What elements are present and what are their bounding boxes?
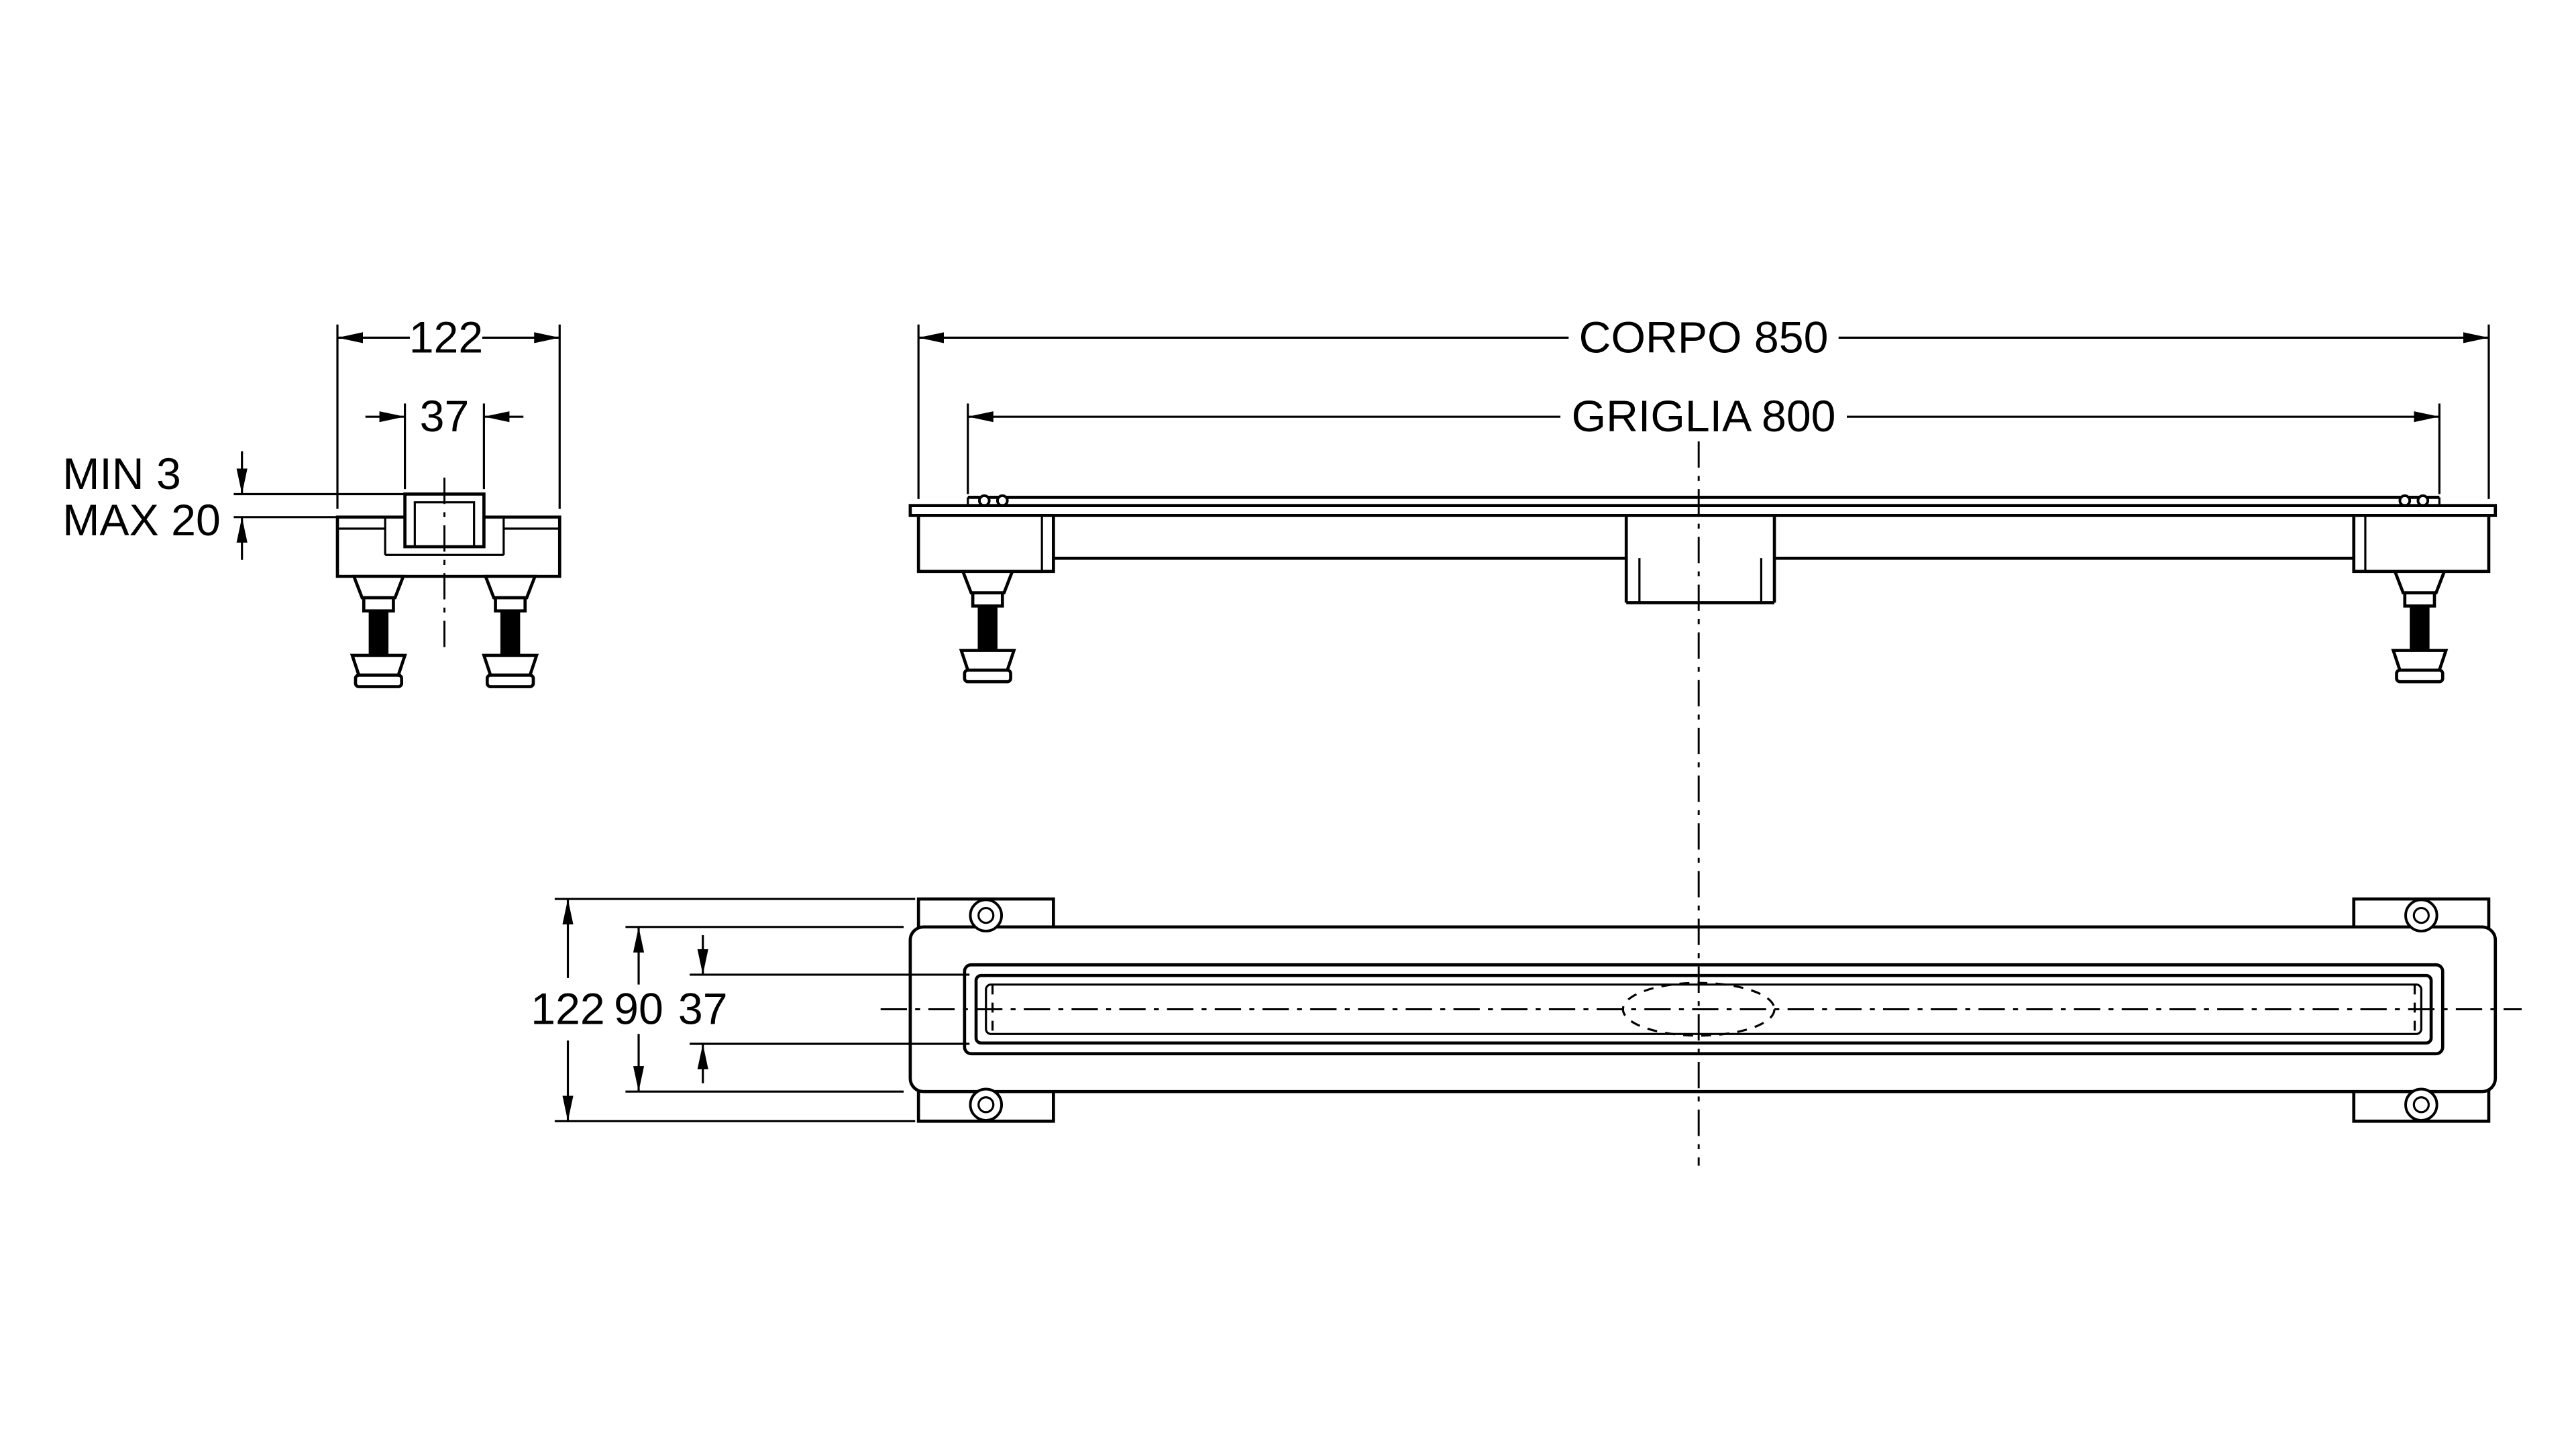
dim-label-end-width: 122 (409, 313, 484, 362)
screw-hole-inner (977, 906, 995, 924)
screw-hole (969, 1087, 1004, 1122)
dim-label-plan-channel: 90 (614, 985, 663, 1034)
end-view: 122 37 MIN 3 MAX 20 (62, 313, 561, 688)
dim-label-min: MIN 3 (62, 449, 181, 499)
plan-view: 122 90 37 (531, 897, 2522, 1123)
foot-nut (494, 596, 527, 613)
dim-label-body-length: CORPO 850 (1579, 313, 1829, 362)
dim-label-plan-width: 122 (531, 985, 605, 1034)
end-box-right (2352, 514, 2491, 574)
dim-label-plan-slot: 37 (678, 985, 728, 1034)
adjustable-foot-right (482, 574, 539, 688)
screw-hole-inner (2412, 906, 2430, 924)
screw-hole (2404, 1087, 2438, 1122)
adjustable-foot-left (959, 570, 1016, 684)
foot-base (963, 668, 1012, 684)
foot-threaded-rod (2410, 606, 2430, 651)
foot-cup (2391, 649, 2449, 672)
drain-outlet (1624, 515, 1776, 604)
foot-bracket (483, 574, 537, 600)
screw-hole-inner (2412, 1096, 2430, 1114)
front-elevation: CORPO 850 GRIGLIA 800 (908, 313, 2498, 684)
foot-nut (362, 596, 395, 613)
foot-cup (350, 653, 407, 677)
foot-cup (482, 653, 539, 677)
dim-label-max: MAX 20 (62, 496, 221, 545)
foot-threaded-rod (500, 610, 521, 655)
screw-hole-inner (977, 1096, 995, 1114)
dim-label-grille-length: GRIGLIA 800 (1572, 392, 1836, 441)
screw-hole (969, 898, 1004, 932)
foot-threaded-rod (977, 606, 998, 651)
foot-bracket (2392, 570, 2447, 595)
foot-base (2395, 668, 2445, 684)
foot-nut (971, 591, 1004, 608)
foot-bracket (961, 570, 1015, 595)
dim-label-end-grille: 37 (420, 392, 470, 441)
foot-base (354, 674, 404, 688)
foot-cup (959, 649, 1016, 672)
adjustable-foot-right (2391, 570, 2449, 684)
adjustable-foot-left (350, 574, 407, 688)
flange-plate (908, 504, 2498, 517)
end-box-left (916, 514, 1055, 574)
foot-base (485, 674, 535, 688)
screw-hole (2404, 898, 2438, 932)
foot-nut (2403, 591, 2436, 608)
foot-threaded-rod (368, 610, 389, 655)
foot-bracket (352, 574, 406, 600)
